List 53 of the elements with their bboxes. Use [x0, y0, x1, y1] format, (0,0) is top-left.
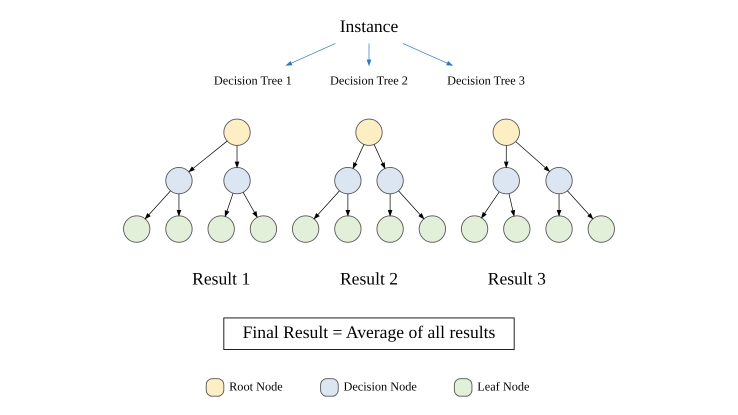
arrow	[242, 192, 258, 218]
legend-label: Leaf Node	[477, 380, 530, 394]
node-circle	[355, 118, 383, 146]
arrow	[224, 192, 234, 218]
node-circle	[123, 215, 150, 243]
arrow	[234, 145, 240, 168]
arrow	[556, 194, 562, 217]
node-circle	[250, 215, 278, 243]
label: Result 1	[192, 268, 250, 288]
arrow	[481, 192, 500, 219]
arrow	[402, 43, 454, 66]
label: Result 2	[340, 268, 398, 288]
node-circle	[545, 215, 573, 243]
arrow	[508, 193, 516, 217]
node-circle	[223, 167, 251, 194]
arrow	[366, 43, 372, 66]
arrow	[567, 190, 594, 220]
arrow	[398, 190, 425, 220]
arrow	[188, 140, 228, 172]
node-text: Decision Tree 2	[330, 73, 408, 88]
node-circle	[376, 167, 404, 194]
label: Result 3	[488, 268, 546, 288]
arrow	[516, 141, 550, 172]
arrow	[144, 190, 171, 220]
arrow	[352, 144, 364, 170]
node-circle	[165, 215, 193, 243]
node-circle	[492, 118, 520, 146]
legend-label: Decision Node	[343, 380, 417, 394]
node-circle	[545, 167, 573, 194]
arrow	[388, 194, 392, 217]
node-circle	[165, 167, 193, 194]
node-circle	[223, 118, 251, 146]
node-text: Decision Tree 3	[447, 73, 525, 88]
legend-label: Root Node	[229, 380, 283, 394]
node-circle	[418, 215, 446, 243]
node-text: Decision Tree 1	[214, 73, 292, 88]
node-circle	[503, 215, 530, 243]
node-circle	[334, 167, 362, 194]
arrow	[374, 144, 386, 170]
arrow	[346, 194, 350, 217]
node-box: Final Result = Average of all results	[223, 317, 515, 350]
node-circle	[208, 215, 235, 243]
node-text: Instance	[340, 16, 398, 36]
node-circle	[460, 215, 488, 243]
node-circle	[588, 215, 615, 243]
arrow	[285, 43, 336, 66]
node-circle	[492, 167, 520, 194]
arrow	[313, 190, 340, 220]
arrow	[176, 194, 182, 217]
node-circle	[376, 215, 404, 243]
node-circle	[334, 215, 362, 243]
arrow	[504, 145, 509, 168]
node-circle	[292, 215, 320, 243]
